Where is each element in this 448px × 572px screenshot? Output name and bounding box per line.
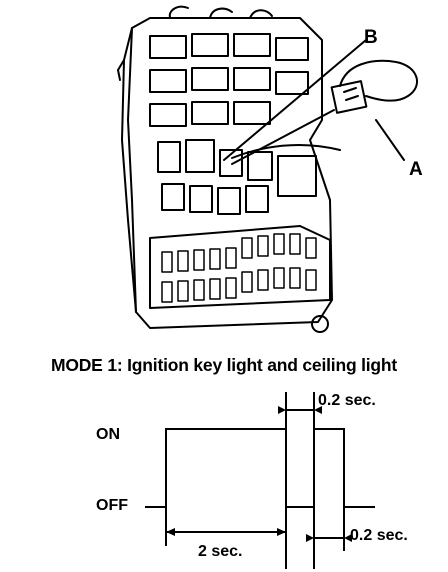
- duration-2sec-label: 2 sec.: [198, 543, 243, 560]
- jumper-connector: [330, 59, 419, 114]
- callout-a: A: [409, 159, 423, 180]
- fuse-panel: [149, 225, 331, 309]
- callout-b: B: [364, 27, 378, 48]
- fuse-box-illustration: [117, 5, 419, 333]
- signal-waveform: [145, 428, 375, 508]
- mounting-bolt: [311, 315, 329, 333]
- mode-title: MODE 1: Ignition key light and ceiling l…: [50, 355, 398, 375]
- off-label: OFF: [96, 497, 128, 514]
- leader-line-b: [223, 39, 367, 161]
- relay-row-3: [149, 101, 271, 127]
- leader-line-a: [375, 119, 405, 161]
- duration-02sec-bottom-label: 0.2 sec.: [350, 527, 408, 544]
- timing-diagram: [145, 392, 375, 569]
- leader-line-connector: [231, 109, 335, 165]
- duration-02sec-top-label: 0.2 sec.: [318, 392, 376, 409]
- fuse-slots-row-1: [161, 233, 317, 273]
- middle-connectors: [157, 139, 317, 215]
- relay-row-1: [149, 33, 309, 61]
- relay-row-2: [149, 67, 309, 95]
- fuse-slots-row-2: [161, 267, 317, 303]
- on-label: ON: [96, 426, 120, 443]
